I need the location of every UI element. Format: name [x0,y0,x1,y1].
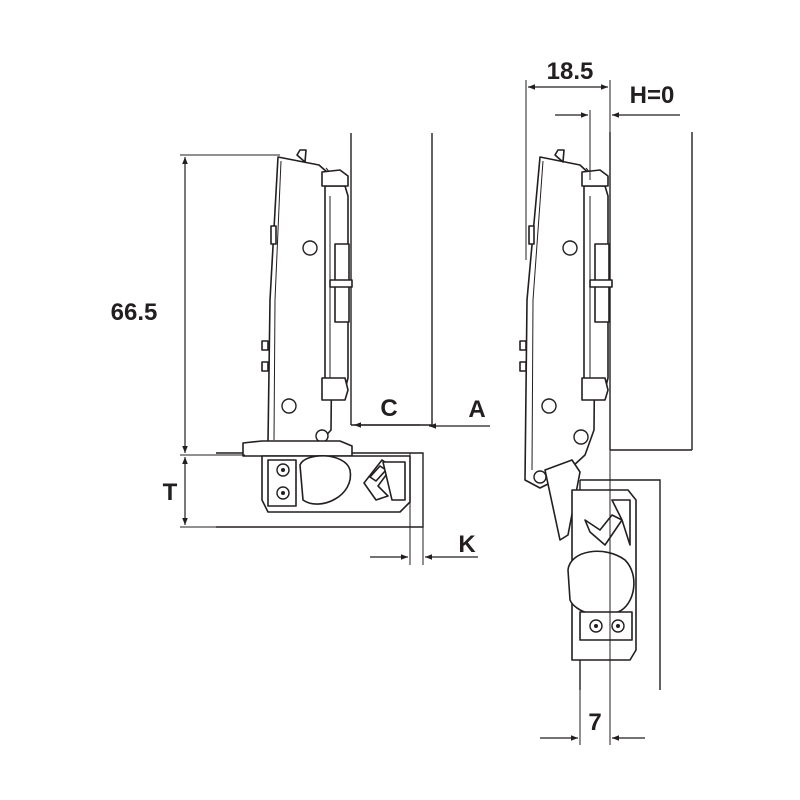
label-66-5: 66.5 [111,299,158,326]
right-cabinet-panel [609,132,693,451]
label-k: K [458,531,476,558]
left-cabinet-panel [350,133,433,426]
right-arm-hole-lower [541,398,557,414]
right-hinge-cup [567,489,637,661]
left-hinge-arm [261,149,337,446]
arm-hole-lower [281,398,297,414]
right-mounting-plate [581,169,613,401]
dimension-18-5 [525,80,611,260]
dimension-h0 [555,110,680,180]
label-7: 7 [588,709,601,736]
dimension-k [370,453,478,565]
dimension-t [180,457,216,528]
label-t: T [163,479,178,506]
dimension-66-5 [180,154,280,456]
label-c: C [380,395,397,422]
right-hinge-view: 18.5 H=0 7 [519,58,693,745]
left-hinge-cup [242,440,411,513]
right-arm-hole-upper [562,240,578,256]
arm-hole-upper [302,240,318,256]
label-18-5: 18.5 [547,58,594,85]
left-hinge-view: 66.5 T C A K [111,133,490,565]
right-arm-pin [533,470,547,484]
left-mounting-plate [321,169,353,401]
dimension-7 [540,450,645,745]
label-h0: H=0 [630,82,675,109]
right-arm-hole-pivot [573,429,589,445]
label-a: A [468,396,485,423]
